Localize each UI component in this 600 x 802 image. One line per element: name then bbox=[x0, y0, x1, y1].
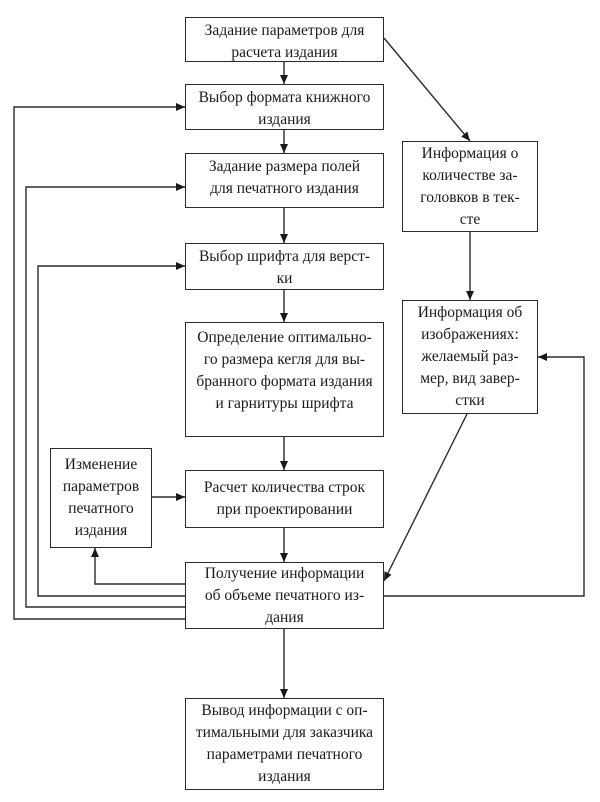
node-headings-info: Информация о количестве за- головков в т… bbox=[402, 141, 538, 232]
edge-n1-r1 bbox=[383, 37, 471, 142]
edge-n8-n2 bbox=[13, 103, 185, 620]
node-label: Выбор шрифта для верст- ки bbox=[198, 248, 371, 287]
edge-n8-n4 bbox=[37, 262, 185, 597]
node-determine-font-size: Определение оптимально- го размера кегля… bbox=[185, 322, 384, 437]
node-choose-font: Выбор шрифта для верст- ки bbox=[185, 243, 384, 290]
node-label: Информация об изображениях: желаемый раз… bbox=[417, 304, 523, 409]
node-label: Вывод информации с оп- тимальными для за… bbox=[195, 702, 374, 785]
edge-n8-n6 bbox=[91, 548, 185, 585]
node-label: Определение оптимально- го размера кегля… bbox=[196, 329, 373, 412]
node-images-info: Информация об изображениях: желаемый раз… bbox=[402, 300, 538, 414]
node-label: Задание параметров для расчета издания bbox=[204, 22, 365, 61]
edge-n8-r2 bbox=[384, 353, 585, 597]
node-label: Выбор формата книжного издания bbox=[198, 89, 371, 128]
node-set-calculation-params: Задание параметров для расчета издания bbox=[185, 17, 384, 62]
node-label: Изменение параметров печатного издания bbox=[62, 456, 140, 539]
node-calculate-lines: Расчет количества строк при проектирован… bbox=[185, 470, 384, 528]
node-label: Расчет количества строк при проектирован… bbox=[203, 479, 366, 518]
node-choose-book-format: Выбор формата книжного издания bbox=[185, 84, 384, 130]
edge-n8-n3 bbox=[25, 183, 185, 608]
edge-r2-n8 bbox=[383, 413, 468, 582]
node-get-volume-info: Получение информации об объеме печатного… bbox=[185, 562, 384, 629]
node-label: Получение информации об объеме печатного… bbox=[204, 564, 365, 626]
node-label: Информация о количестве за- головков в т… bbox=[420, 144, 520, 228]
node-output-optimal-params: Вывод информации с оп- тимальными для за… bbox=[185, 698, 384, 790]
node-change-print-params: Изменение параметров печатного издания bbox=[50, 448, 152, 548]
node-label: Задание размера полей для печатного изда… bbox=[208, 158, 361, 197]
node-set-margins: Задание размера полей для печатного изда… bbox=[185, 153, 384, 208]
